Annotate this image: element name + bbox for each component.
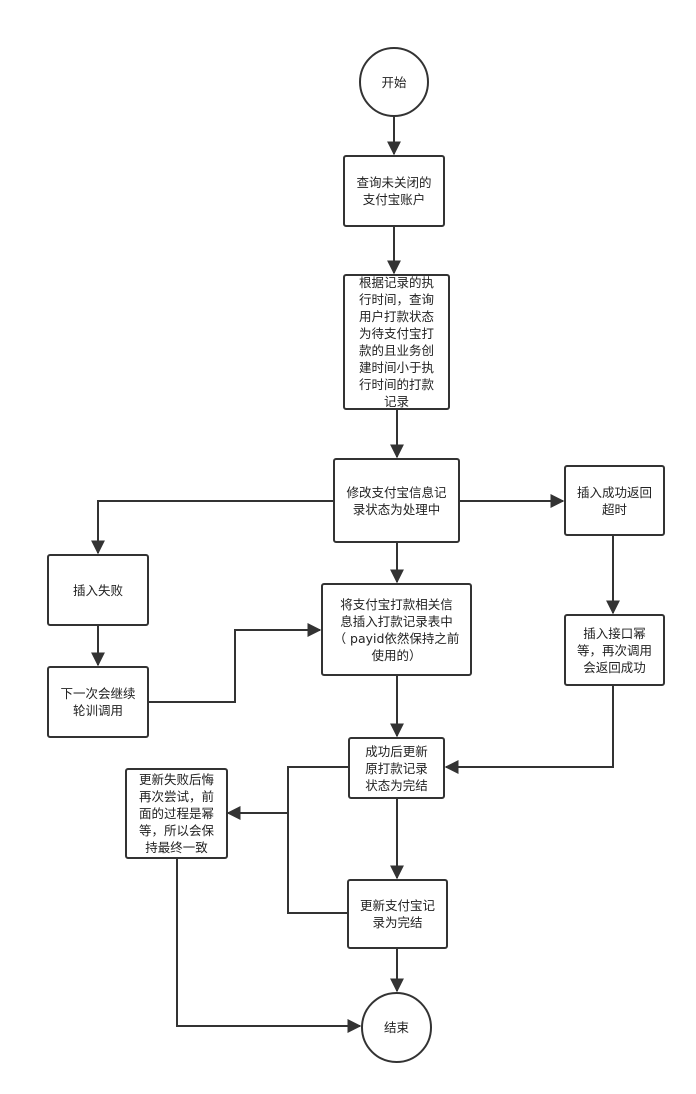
query-records-line-6: 建时间小于执 [358, 360, 434, 375]
insert-timeout-node: 插入成功返回 超时 [564, 465, 665, 536]
update-fail-line-2: 再次尝试，前 [138, 789, 214, 804]
insert-timeout-line-1: 插入成功返回 [576, 484, 652, 500]
query-records-line-4: 为待支付宝打 [358, 326, 434, 341]
query-records-line-3: 用户打款状态 [358, 309, 434, 324]
next-poll-node: 下一次会继续 轮训调用 [47, 666, 149, 738]
insert-fail-label: 插入失败 [72, 582, 123, 598]
edge-idempotent-to-update-original [444, 685, 614, 774]
insert-fail-node: 插入失败 [47, 554, 149, 626]
idempotent-api-node: 插入接口幂 等，再次调用 会返回成功 [564, 614, 665, 686]
modify-status-line-1: 修改支付宝信息记 [346, 484, 447, 500]
update-fail-line-1: 更新失败后悔 [138, 772, 214, 787]
insert-record-node: 将支付宝打款相关信 息插入打款记录表中 （ payid依然保持之前 使用的） [321, 583, 472, 676]
idempotent-api-line-2: 等，再次调用 [576, 642, 652, 658]
update-original-line-1: 成功后更新 [365, 743, 428, 759]
update-fail-line-3: 面的过程是幂 [138, 806, 214, 821]
update-alipay-line-2: 录为完结 [372, 915, 423, 930]
insert-record-line-1: 将支付宝打款相关信 [340, 596, 453, 612]
query-records-node: 根据记录的执 行时间，查询 用户打款状态 为待支付宝打 款的且业务创 建时间小于… [343, 274, 450, 410]
query-records-line-5: 款的且业务创 [358, 343, 434, 358]
update-fail-line-5: 持最终一致 [145, 840, 208, 855]
modify-status-node: 修改支付宝信息记 录状态为处理中 [333, 458, 460, 543]
edge-update-fail-to-end [176, 858, 362, 1033]
insert-record-line-3: （ payid依然保持之前 [333, 630, 460, 646]
query-accounts-node: 查询未关闭的 支付宝账户 [343, 155, 445, 227]
update-alipay-line-1: 更新支付宝记 [359, 898, 435, 913]
edge-next-poll-to-insert-record [148, 623, 322, 703]
update-original-node: 成功后更新 原打款记录 状态为完结 [348, 737, 445, 799]
edge-update-original-to-update-fail [287, 766, 348, 813]
update-original-line-2: 原打款记录 [365, 760, 428, 776]
insert-timeout-line-2: 超时 [601, 501, 627, 517]
next-poll-line-2: 轮训调用 [72, 703, 123, 718]
insert-record-line-2: 息插入打款记录表中 [340, 613, 453, 629]
query-records-line-7: 行时间的打款 [358, 377, 434, 392]
end-node: 结束 [361, 992, 432, 1063]
end-label: 结束 [383, 1020, 409, 1035]
start-node: 开始 [359, 47, 429, 117]
query-records-line-8: 记录 [383, 394, 409, 409]
update-fail-line-4: 等，所以会保 [138, 823, 214, 838]
query-records-line-2: 行时间，查询 [358, 292, 434, 307]
query-accounts-line-2: 支付宝账户 [362, 192, 426, 207]
update-alipay-node: 更新支付宝记 录为完结 [347, 879, 448, 949]
query-accounts-line-1: 查询未关闭的 [356, 175, 432, 190]
update-original-line-3: 状态为完结 [365, 777, 428, 793]
query-records-line-1: 根据记录的执 [358, 275, 434, 290]
update-fail-node: 更新失败后悔 再次尝试，前 面的过程是幂 等，所以会保 持最终一致 [125, 768, 228, 859]
edge-update-alipay-to-update-fail [226, 806, 348, 914]
idempotent-api-line-3: 会返回成功 [583, 659, 646, 675]
idempotent-api-line-1: 插入接口幂 [583, 625, 646, 641]
start-label: 开始 [381, 74, 407, 90]
modify-status-line-2: 录状态为处理中 [352, 501, 441, 517]
next-poll-line-1: 下一次会继续 [60, 686, 136, 701]
edge-modify-status-to-insert-fail [91, 500, 334, 555]
insert-record-line-4: 使用的） [371, 647, 422, 663]
